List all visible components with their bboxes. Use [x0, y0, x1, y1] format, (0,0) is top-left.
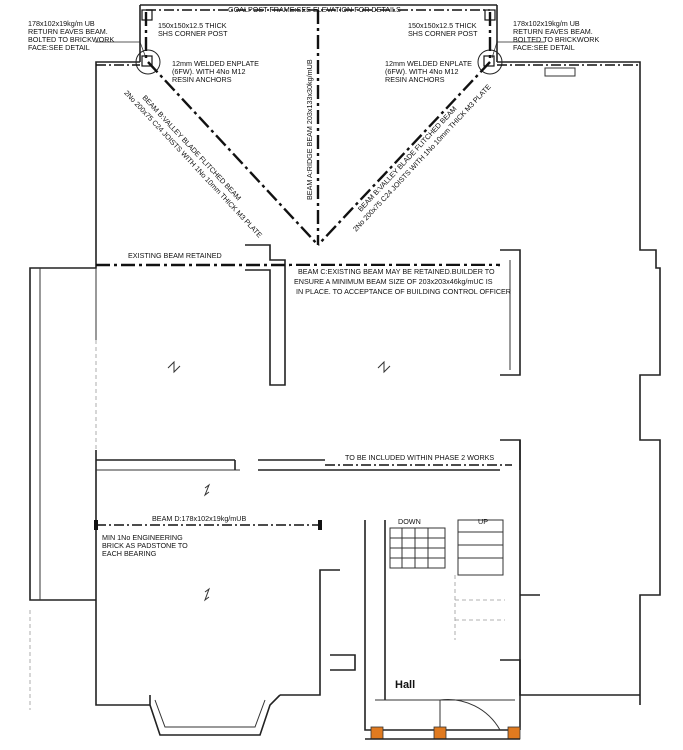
- leaders: [95, 41, 545, 59]
- phase2-label: TO BE INCLUDED WITHIN PHASE 2 WORKS: [345, 453, 494, 462]
- span-markers: [167, 360, 391, 602]
- stairs: [389, 519, 505, 640]
- left-enplate-label: 12mm WELDED ENPLATE (6FW). WITH 4No M12 …: [172, 59, 259, 84]
- svg-text:BEAM B:VALLEY BLADE FLITCHED B: BEAM B:VALLEY BLADE FLITCHED BEAM: [141, 93, 244, 202]
- down-label: DOWN: [398, 517, 421, 526]
- svg-text:BEAM C:EXISTING BEAM MAY BE RE: BEAM C:EXISTING BEAM MAY BE RETAINED.BUI…: [298, 267, 495, 276]
- goalpost-label: GOALPOST FRAME:SEE ELEVATION FOR DETAILS: [228, 5, 401, 14]
- beam-d-label: BEAM D:178x102x19kg/mUB: [152, 514, 246, 523]
- front-door: [375, 699, 515, 731]
- left-valley-label: BEAM B:VALLEY BLADE FLITCHED BEAM 2No 20…: [122, 88, 264, 239]
- svg-text:12mm WELDED ENPLATE: 12mm WELDED ENPLATE: [172, 59, 259, 68]
- left-shs-label: 150x150x12.5 THICK SHS CORNER POST: [158, 21, 228, 38]
- svg-text:RETURN EAVES BEAM.: RETURN EAVES BEAM.: [28, 27, 108, 36]
- existing-beam-label: EXISTING BEAM RETAINED: [128, 251, 222, 260]
- left-ub-label: 178x102x19kg/m UB RETURN EAVES BEAM. BOL…: [28, 19, 114, 52]
- svg-text:IN PLACE. TO ACCEPTANCE OF BUI: IN PLACE. TO ACCEPTANCE OF BUILDING CONT…: [296, 287, 511, 296]
- svg-text:MIN 1No ENGINEERING: MIN 1No ENGINEERING: [102, 533, 183, 542]
- svg-text:178x102x19kg/m UB: 178x102x19kg/m UB: [28, 19, 95, 28]
- svg-text:BOLTED TO BRICKWORK: BOLTED TO BRICKWORK: [28, 35, 114, 44]
- svg-text:SHS CORNER POST: SHS CORNER POST: [158, 29, 228, 38]
- right-ub-label: 178x102x19kg/m UB RETURN EAVES BEAM. BOL…: [513, 19, 599, 52]
- svg-text:12mm WELDED ENPLATE: 12mm WELDED ENPLATE: [385, 59, 472, 68]
- right-shs-label: 150x150x12.5 THICK SHS CORNER POST: [408, 21, 478, 38]
- hall-label: Hall: [395, 679, 415, 691]
- svg-text:2No 200x75 C24 JOISTS WITH 1No: 2No 200x75 C24 JOISTS WITH 1No 10mm THIC…: [122, 88, 264, 239]
- ridge-beam-label: BEAM A:RIDGE BEAM 203x133x30kg/mUB: [305, 59, 314, 200]
- svg-text:(6FW). WITH 4No M12: (6FW). WITH 4No M12: [385, 67, 458, 76]
- svg-text:RESIN ANCHORS: RESIN ANCHORS: [172, 75, 232, 84]
- door-posts: [365, 726, 521, 740]
- svg-text:EACH BEARING: EACH BEARING: [102, 549, 157, 558]
- beam-c-label: BEAM C:EXISTING BEAM MAY BE RETAINED.BUI…: [290, 266, 511, 300]
- svg-text:FACE:SEE DETAIL: FACE:SEE DETAIL: [513, 43, 575, 52]
- outer-walls: [29, 4, 661, 736]
- beams: [94, 9, 640, 530]
- svg-text:(6FW). WITH 4No M12: (6FW). WITH 4No M12: [172, 67, 245, 76]
- svg-text:178x102x19kg/m UB: 178x102x19kg/m UB: [513, 19, 580, 28]
- up-label: UP: [478, 517, 488, 526]
- svg-text:RESIN ANCHORS: RESIN ANCHORS: [385, 75, 445, 84]
- svg-text:BEAM B:VALLEY BLADE FLITCHED B: BEAM B:VALLEY BLADE FLITCHED BEAM: [356, 104, 459, 213]
- svg-text:150x150x12.5 THICK: 150x150x12.5 THICK: [408, 21, 477, 30]
- svg-text:BOLTED TO BRICKWORK: BOLTED TO BRICKWORK: [513, 35, 599, 44]
- right-enplate-label: 12mm WELDED ENPLATE (6FW). WITH 4No M12 …: [385, 59, 472, 84]
- padstone-label: MIN 1No ENGINEERING BRICK AS PADSTONE TO…: [102, 533, 188, 558]
- svg-text:ENSURE A MINIMUM BEAM SIZE OF: ENSURE A MINIMUM BEAM SIZE OF 203x203x46…: [294, 277, 493, 286]
- right-valley-label: BEAM B:VALLEY BLADE FLITCHED BEAM 2No 20…: [351, 82, 493, 233]
- svg-text:RETURN EAVES BEAM.: RETURN EAVES BEAM.: [513, 27, 593, 36]
- svg-text:FACE:SEE DETAIL: FACE:SEE DETAIL: [28, 43, 90, 52]
- svg-text:SHS CORNER POST: SHS CORNER POST: [408, 29, 478, 38]
- svg-text:BRICK AS PADSTONE TO: BRICK AS PADSTONE TO: [102, 541, 188, 550]
- svg-text:2No 200x75 C24 JOISTS WITH 1No: 2No 200x75 C24 JOISTS WITH 1No 10mm THIC…: [351, 82, 493, 233]
- svg-text:150x150x12.5 THICK: 150x150x12.5 THICK: [158, 21, 227, 30]
